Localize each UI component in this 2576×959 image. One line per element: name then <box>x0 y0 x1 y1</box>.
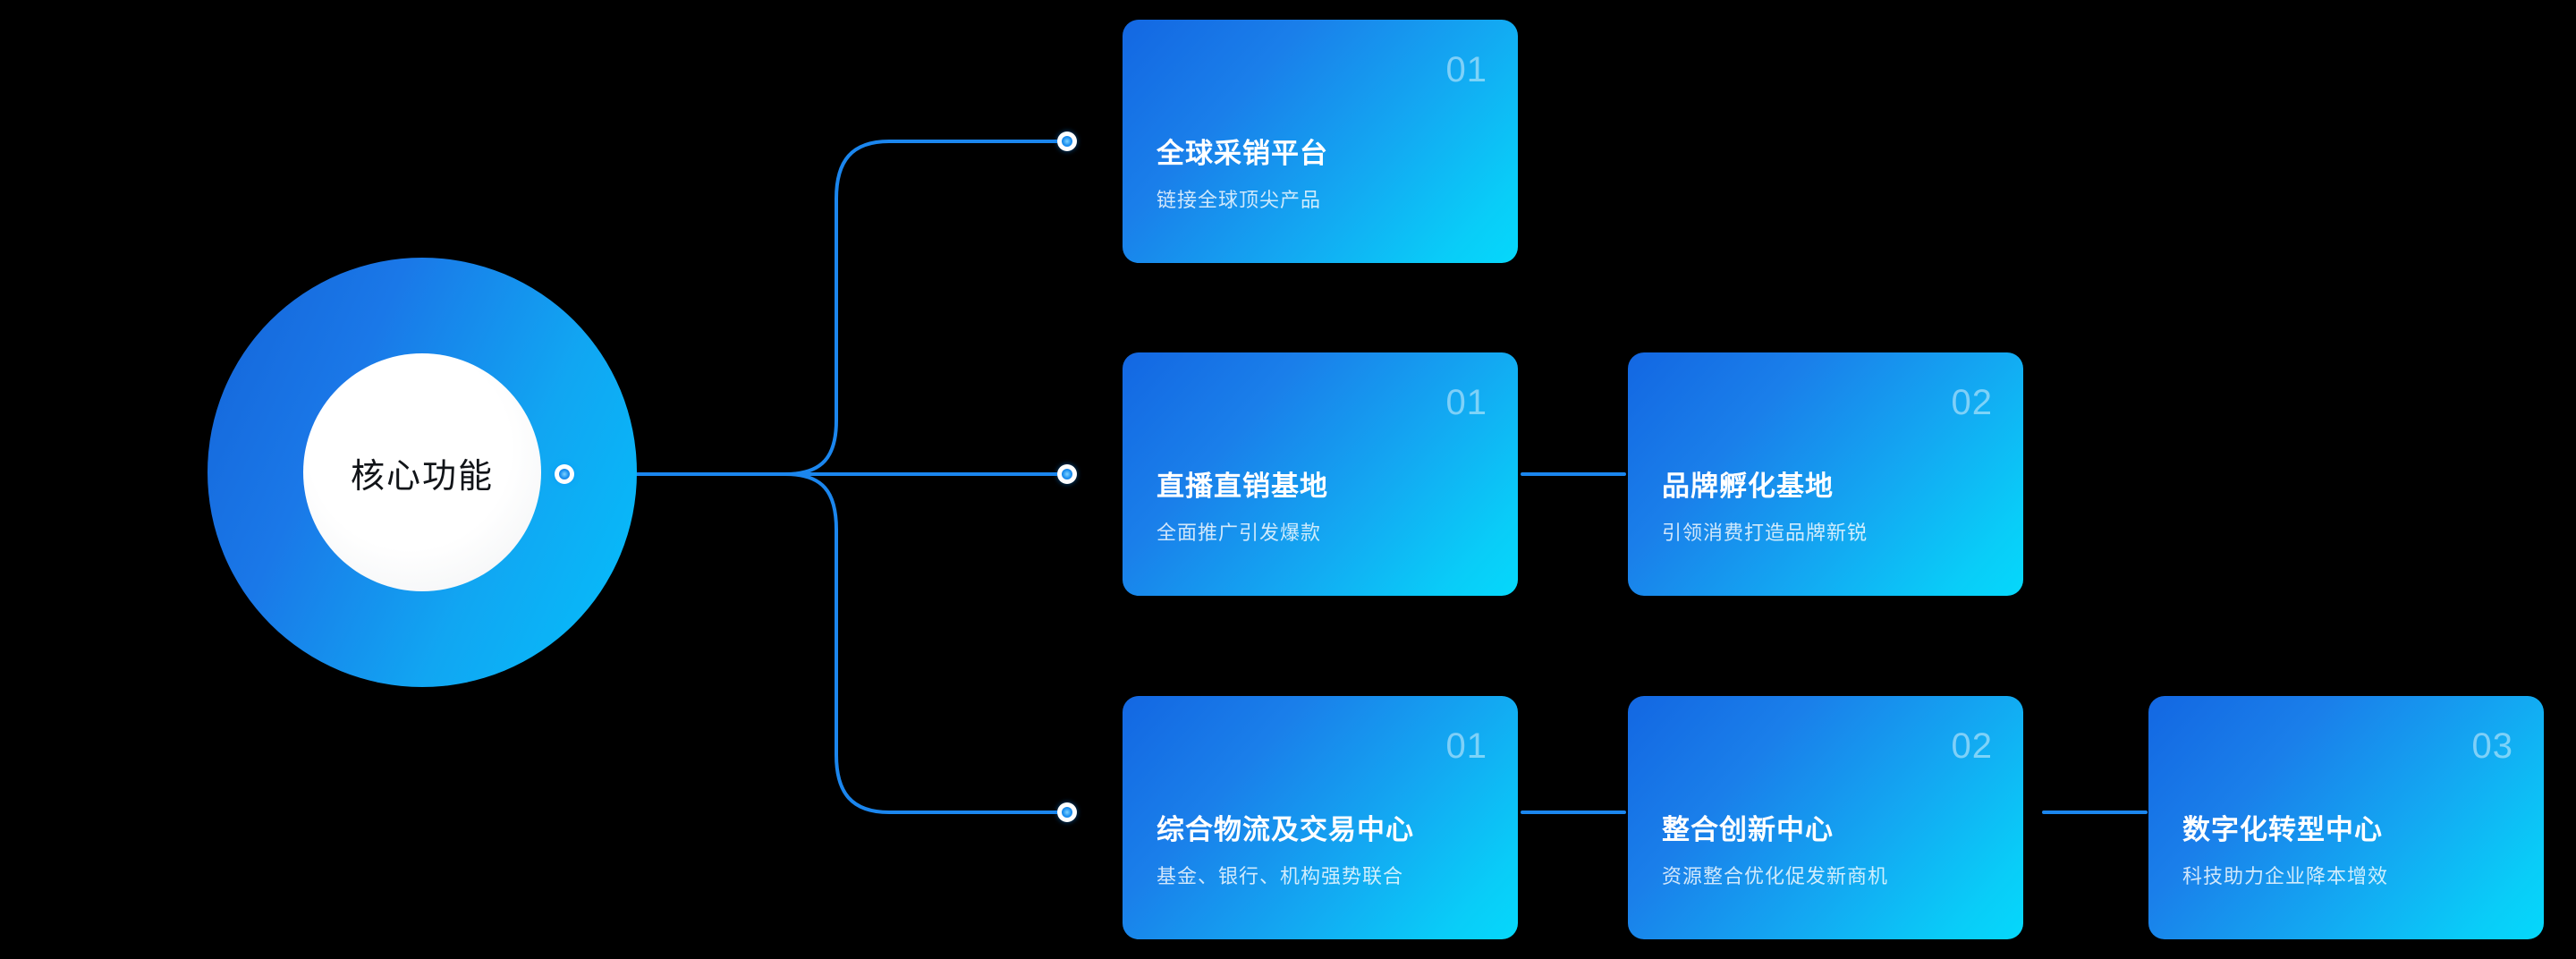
card-connector-line <box>2042 810 2148 814</box>
card-subtitle: 科技助力企业降本增效 <box>2182 865 2389 887</box>
card-subtitle: 全面推广引发爆款 <box>1157 522 1322 544</box>
card-number: 02 <box>1951 726 1993 766</box>
branch-2-connector-dot[interactable] <box>1057 464 1077 484</box>
card-subtitle: 基金、银行、机构强势联合 <box>1157 865 1404 887</box>
card-subtitle: 引领消费打造品牌新锐 <box>1662 522 1868 544</box>
wire-branch-1 <box>784 140 1057 476</box>
card-number: 01 <box>1445 383 1487 422</box>
card-title: 全球采销平台 <box>1157 138 1328 169</box>
card-connector-line <box>1521 472 1626 476</box>
card-connector-line <box>1521 810 1626 814</box>
card-number: 01 <box>1445 726 1487 766</box>
card-title: 综合物流及交易中心 <box>1157 814 1414 845</box>
wire-branch-3 <box>784 472 1057 814</box>
feature-card[interactable]: 01 直播直销基地 全面推广引发爆款 <box>1123 352 1518 596</box>
hub-connector-dot[interactable] <box>555 464 574 484</box>
feature-card[interactable]: 01 综合物流及交易中心 基金、银行、机构强势联合 <box>1123 696 1518 939</box>
card-title: 直播直销基地 <box>1157 471 1328 502</box>
card-subtitle: 链接全球顶尖产品 <box>1157 189 1322 211</box>
card-number: 03 <box>2471 726 2513 766</box>
card-number: 01 <box>1445 50 1487 89</box>
branch-3-connector-dot[interactable] <box>1057 802 1077 822</box>
card-title: 数字化转型中心 <box>2182 814 2383 845</box>
card-title: 品牌孵化基地 <box>1662 471 1834 502</box>
feature-card[interactable]: 02 品牌孵化基地 引领消费打造品牌新锐 <box>1628 352 2023 596</box>
feature-card[interactable]: 03 数字化转型中心 科技助力企业降本增效 <box>2148 696 2544 939</box>
card-title: 整合创新中心 <box>1662 814 1834 845</box>
core-hub-inner-circle: 核心功能 <box>303 353 541 591</box>
feature-card[interactable]: 02 整合创新中心 资源整合优化促发新商机 <box>1628 696 2023 939</box>
core-hub-label: 核心功能 <box>350 457 494 496</box>
card-number: 02 <box>1951 383 1993 422</box>
card-subtitle: 资源整合优化促发新商机 <box>1662 865 1889 887</box>
feature-card[interactable]: 01 全球采销平台 链接全球顶尖产品 <box>1123 20 1518 263</box>
branch-1-connector-dot[interactable] <box>1057 132 1077 151</box>
